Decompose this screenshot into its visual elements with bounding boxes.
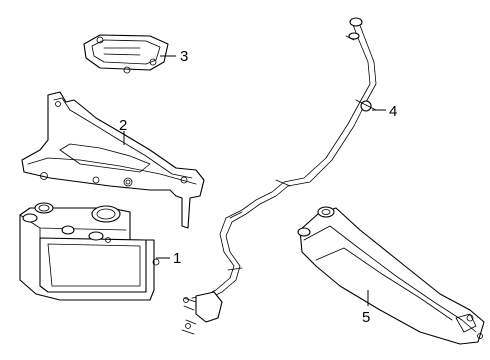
callout-3-label: 3 bbox=[180, 48, 188, 65]
callout-2: 2 bbox=[119, 117, 127, 145]
part-4-cooler-lines bbox=[181, 17, 377, 335]
part-1-control-module bbox=[19, 202, 160, 301]
callout-3: 3 bbox=[160, 48, 188, 65]
part-2-module-bracket bbox=[21, 91, 205, 229]
part-3-mount-pad bbox=[83, 34, 169, 74]
part-5-oil-cooler bbox=[297, 206, 485, 345]
callout-5-label: 5 bbox=[362, 309, 370, 326]
callout-5: 5 bbox=[362, 290, 370, 326]
callout-4-label: 4 bbox=[389, 103, 397, 120]
callout-1-label: 1 bbox=[173, 250, 181, 267]
callout-1: 1 bbox=[156, 250, 181, 267]
callout-4: 4 bbox=[372, 103, 397, 120]
callout-2-label: 2 bbox=[119, 117, 127, 134]
